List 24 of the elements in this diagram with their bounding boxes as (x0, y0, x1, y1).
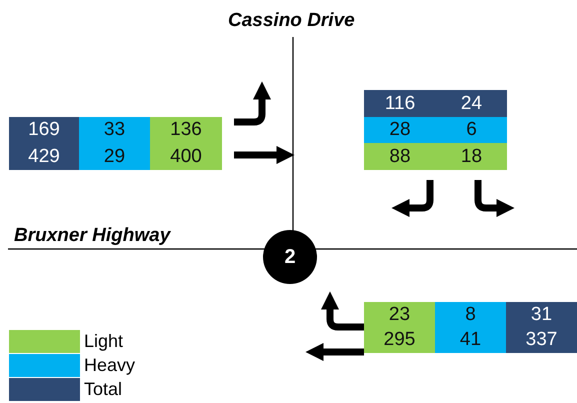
count-cell: 136 (150, 117, 222, 143)
legend-label: Light (84, 331, 124, 352)
count-cell: 88 (364, 143, 436, 170)
count-cell: 23 (364, 302, 435, 327)
count-cell: 33 (79, 117, 150, 143)
count-cell: 337 (506, 327, 577, 353)
count-cell: 29 (79, 143, 150, 170)
count-cell: 41 (435, 327, 506, 353)
road-name: Bruxner Highway (14, 225, 170, 247)
road-name: Cassino Drive (228, 10, 355, 32)
intersection-marker: 2 (263, 230, 317, 284)
count-cell: 169 (9, 117, 79, 143)
count-cell: 31 (506, 302, 577, 327)
count-cell: 24 (436, 90, 507, 117)
count-cell: 8 (435, 302, 506, 327)
count-cell: 18 (436, 143, 507, 170)
count-cell: 116 (364, 90, 436, 117)
count-cell: 6 (436, 117, 507, 143)
count-cell: 295 (364, 327, 435, 353)
legend-label: Total (84, 379, 122, 400)
count-cell: 429 (9, 143, 79, 170)
count-cell: 400 (150, 143, 222, 170)
count-cell: 28 (364, 117, 436, 143)
legend-label: Heavy (84, 355, 136, 376)
